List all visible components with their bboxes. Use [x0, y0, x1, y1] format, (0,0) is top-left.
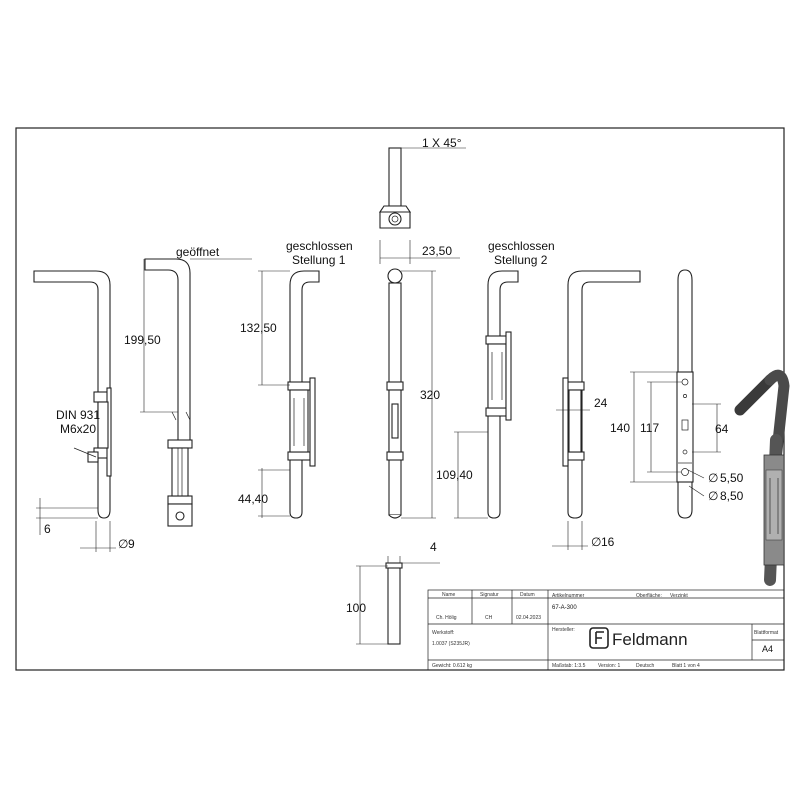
- dim-117: 117: [640, 421, 659, 435]
- dim-199-50: 199,50: [124, 333, 161, 347]
- tb-h-format: Blattformat: [754, 630, 779, 636]
- dim-dia8-50: 8,50: [720, 489, 744, 503]
- tb-scale: Maßstab: 1:3.5: [552, 663, 586, 669]
- dia-symbol-5-50: ∅: [708, 471, 718, 485]
- tb-h-manufacturer: Hersteller:: [552, 627, 575, 633]
- tb-article: 67-A-300: [552, 605, 577, 611]
- tb-material: 1.0037 (S235JR): [432, 641, 470, 647]
- label-closed1-2: Stellung 1: [292, 253, 346, 267]
- view-closed-1: [287, 270, 320, 519]
- tb-sheet: Blatt 1 von 4: [672, 663, 700, 669]
- label-opened: geöffnet: [176, 245, 220, 259]
- label-closed2-2: Stellung 2: [494, 253, 548, 267]
- view-side-16: [562, 270, 641, 519]
- tb-format: A4: [762, 644, 773, 654]
- view-side-din: [33, 270, 112, 519]
- dim-dia9: 9: [128, 537, 135, 551]
- tb-language: Deutsch: [636, 663, 655, 669]
- dim-44-40: 44,40: [238, 492, 268, 506]
- tb-h-date: Datum: [520, 592, 535, 598]
- din-label-1: DIN 931: [56, 408, 100, 422]
- dim-23-50: 23,50: [422, 244, 452, 258]
- dim-140: 140: [610, 421, 630, 435]
- dim-6: 6: [44, 522, 51, 536]
- dim-64: 64: [715, 422, 729, 436]
- tb-surface: Verzinkt: [670, 593, 688, 599]
- dim-100: 100: [346, 601, 366, 615]
- tb-signature: CH: [485, 615, 493, 621]
- tb-h-name: Name: [442, 592, 456, 598]
- tb-h-surface: Oberfläche:: [636, 593, 662, 599]
- label-closed2-1: geschlossen: [488, 239, 555, 253]
- dim-132-50: 132,50: [240, 321, 277, 335]
- tb-version: Version: 1: [598, 663, 620, 669]
- dia-symbol-9: ∅: [118, 537, 128, 551]
- dia-symbol-16: ∅: [591, 535, 601, 549]
- tb-h-article: Artikelnummer: [552, 593, 585, 599]
- dim-320: 320: [420, 388, 440, 402]
- view-bottom: [385, 562, 403, 645]
- label-closed1-1: geschlossen: [286, 239, 353, 253]
- render-3d: [734, 369, 790, 586]
- dim-dia5-50: 5,50: [720, 471, 744, 485]
- label-chamfer: 1 X 45°: [422, 136, 462, 150]
- tb-weight: Gewicht: 0.612 kg: [432, 663, 472, 669]
- dim-dia16: 16: [601, 535, 615, 549]
- dim-109-40: 109,40: [436, 468, 473, 482]
- dim-4: 4: [430, 540, 437, 554]
- view-closed-2: [485, 270, 519, 519]
- tb-name: Ch. Hölig: [436, 615, 457, 621]
- tb-date: 02.04.2023: [516, 615, 541, 621]
- dim-24: 24: [594, 396, 608, 410]
- din-label-2: M6x20: [60, 422, 96, 436]
- tb-brand: Feldmann: [612, 630, 688, 649]
- view-front: [378, 147, 412, 519]
- dia-symbol-8-50: ∅: [708, 489, 718, 503]
- view-rear: [676, 269, 694, 519]
- title-block: [427, 589, 785, 671]
- tb-h-signature: Signatur: [480, 592, 499, 598]
- view-opened: [144, 258, 193, 527]
- tb-h-material: Werkstoff:: [432, 630, 454, 636]
